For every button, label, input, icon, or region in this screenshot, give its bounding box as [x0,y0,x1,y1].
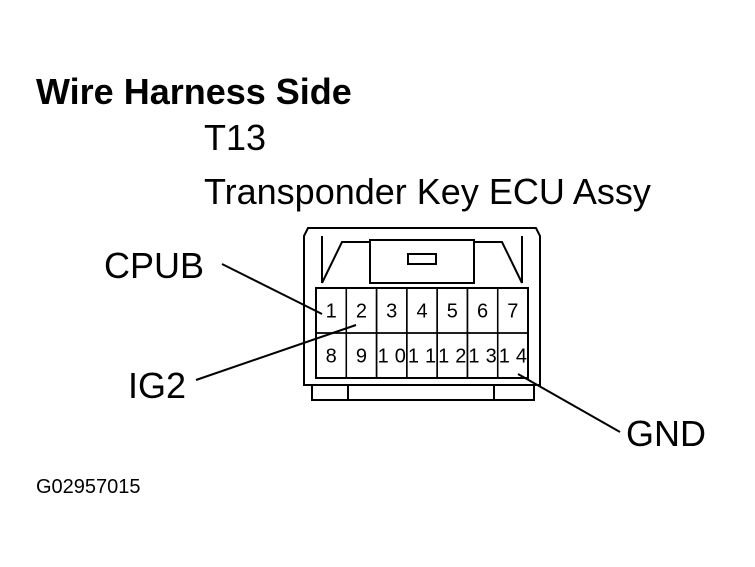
connector-skirt [311,385,535,401]
pin-number-13: 13 [468,346,496,368]
pin-number-5: 5 [447,301,458,323]
connector-code: T13 [204,117,267,158]
pin-number-1: 1 [326,301,337,323]
figure-id: G02957015 [36,476,141,498]
pin-number-11: 11 [408,346,436,368]
pin-number-14: 14 [499,346,527,368]
pin-cell [496,332,529,379]
pin-number-3: 3 [386,301,397,323]
pin-number-9: 9 [356,346,367,368]
callout-cpub-label: CPUB [104,245,205,286]
pin-number-4: 4 [416,301,427,323]
callout-cpub-leader [221,263,323,315]
callout-ig2-label: IG2 [128,365,187,406]
connector-name: Transponder Key ECU Assy [204,171,651,212]
pin-number-10: 10 [378,346,406,368]
pin-number-8: 8 [326,346,337,368]
pin-number-12: 12 [438,346,466,368]
connector-lock-slot [369,239,475,284]
callout-gnd-label: GND [626,413,706,454]
callout-ig2-leader [195,324,357,381]
connector-body [303,227,541,386]
connector-lock-tab [321,241,371,284]
pin-number-7: 7 [507,301,518,323]
callout-gnd-leader [517,373,621,433]
pin-number-2: 2 [356,301,367,323]
pin-number-6: 6 [477,301,488,323]
diagram-title: Wire Harness Side [36,71,352,112]
